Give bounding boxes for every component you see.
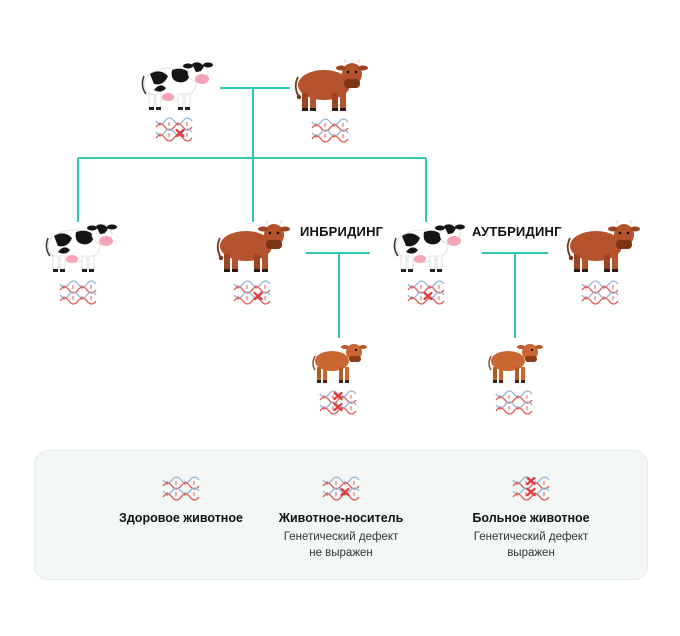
defect-x-icon	[526, 487, 536, 497]
legend-healthy-title: Здоровое животное	[119, 511, 243, 525]
outbreed-brown-dna-icon	[581, 280, 619, 305]
defect-x-icon	[526, 476, 536, 486]
child-brown-cow-icon	[216, 218, 291, 273]
legend-carrier-subtitle: Генетический дефект не выражен	[283, 531, 399, 559]
parent-brown-dna-icon	[311, 118, 349, 143]
parent-holstein-dna-icon	[155, 117, 193, 142]
legend-panel: Здоровое животное Животное-носитель Гене…	[34, 450, 648, 580]
outbred-calf-icon	[488, 343, 544, 384]
healthy-dna-icon	[162, 476, 200, 501]
child-holstein-dna-icon	[59, 280, 97, 305]
carrier-dna-icon	[322, 476, 360, 501]
legend-sick-title: Больное животное	[472, 511, 590, 525]
connector-lines	[77, 87, 548, 338]
outbreed-brown-cow-icon	[566, 218, 641, 273]
defect-x-icon	[423, 291, 433, 301]
outbreeding-label: АУТБРИДИНГ	[472, 224, 562, 239]
child-brown-dna-icon	[233, 280, 271, 305]
inbred-calf-dna-icon	[319, 390, 357, 415]
child-holstein-2-dna-icon	[407, 280, 445, 305]
inbreeding-label: ИНБРИДИНГ	[300, 224, 384, 239]
child-holstein-cow-icon	[45, 223, 118, 273]
outbred-calf-dna-icon	[495, 390, 533, 415]
legend-sick-subtitle: Генетический дефект выражен	[473, 531, 589, 559]
parent-holstein-cow-icon	[141, 61, 214, 111]
child-holstein-cow-2-icon	[393, 223, 466, 273]
sick-dna-icon	[512, 476, 550, 501]
parent-brown-cow-icon	[294, 57, 369, 112]
legend-carrier-title: Животное-носитель	[278, 511, 404, 525]
inbred-calf-icon	[312, 343, 368, 384]
